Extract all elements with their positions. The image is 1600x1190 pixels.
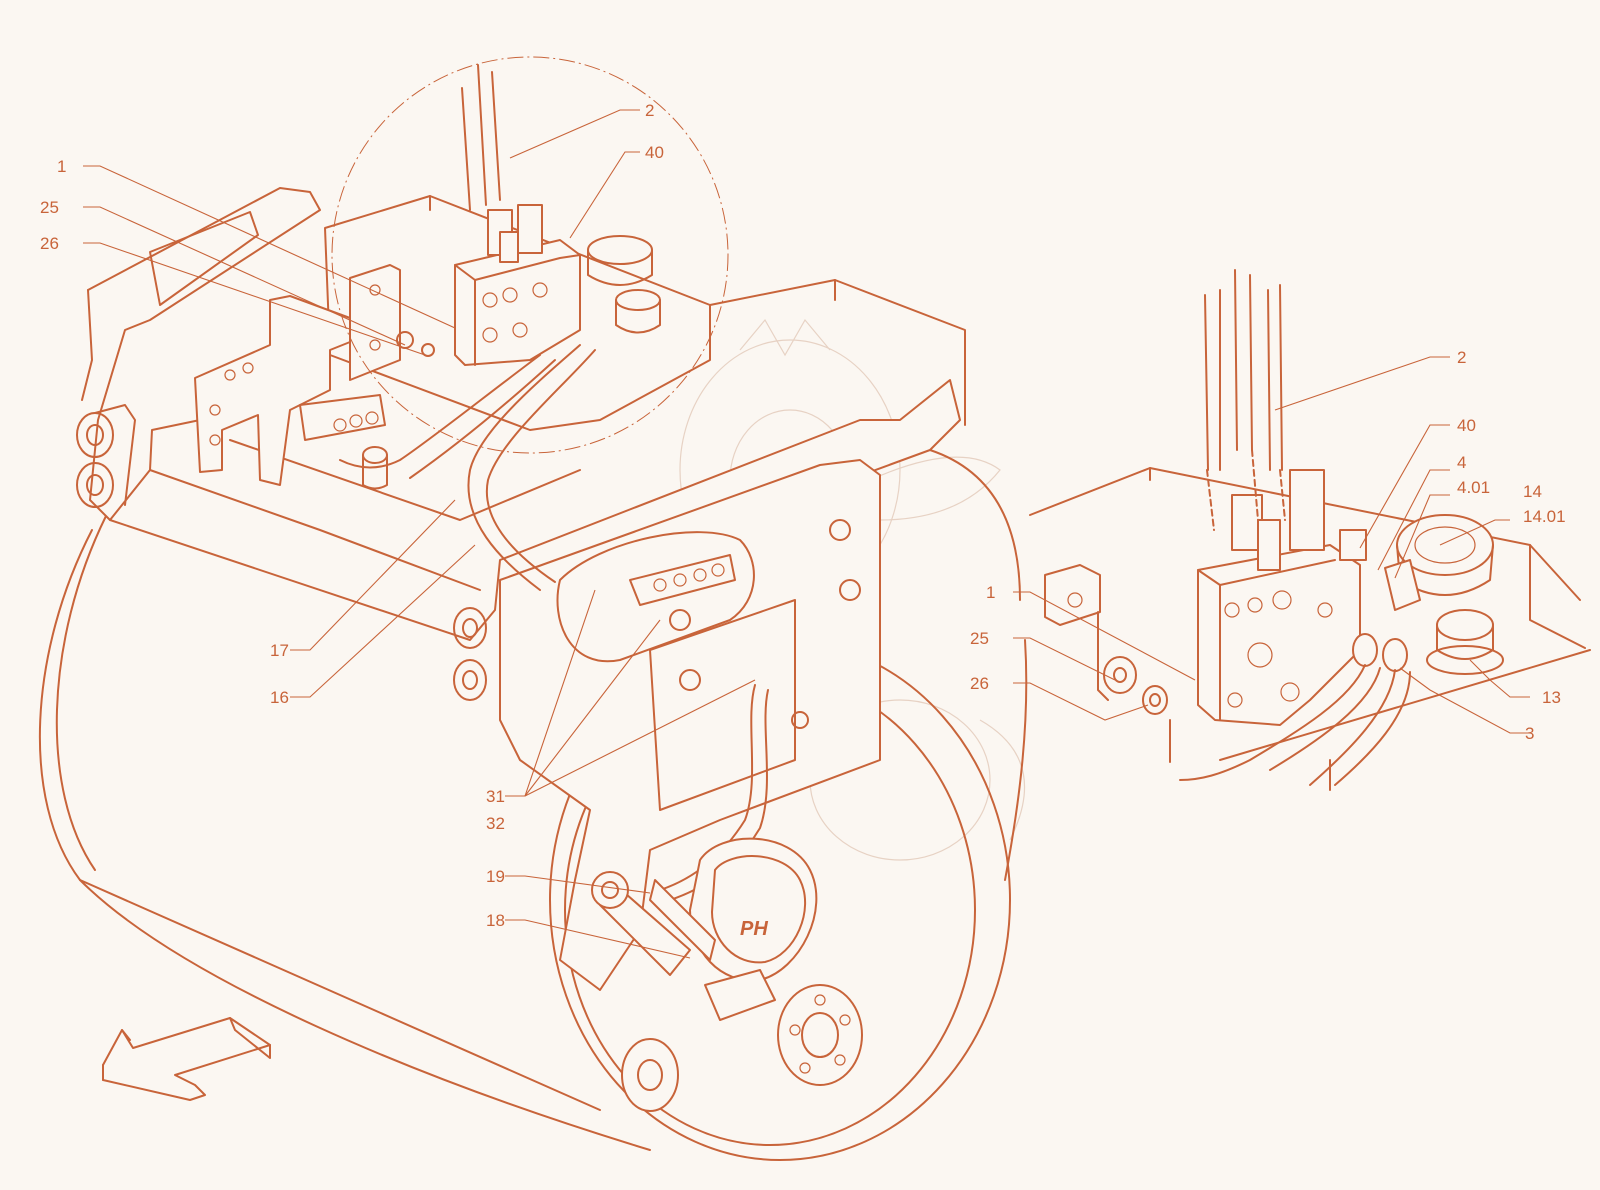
detail-callout-3: 3 [1525, 724, 1534, 743]
detail-leaders [1013, 356, 1530, 734]
detail-callouts: 2 40 4 4.01 14 14.01 1 25 26 13 3 [970, 348, 1566, 743]
callout-31: 31 [486, 787, 505, 806]
motor-logo: PH [740, 918, 768, 940]
detail-callout-14-01: 14.01 [1523, 507, 1566, 526]
callout-16: 16 [270, 688, 289, 707]
drum-bracket [499, 459, 881, 991]
callout-26: 26 [40, 234, 59, 253]
detail-callout-4: 4 [1457, 453, 1466, 472]
drive-motor: PH [591, 837, 863, 1112]
detail-callout-14: 14 [1523, 482, 1542, 501]
callout-32: 32 [486, 814, 505, 833]
callout-2: 2 [645, 101, 654, 120]
valve-assembly [454, 64, 661, 366]
detail-callout-2: 2 [1457, 348, 1466, 367]
detail-callout-1: 1 [986, 583, 995, 602]
mounting-plate [194, 264, 435, 490]
direction-arrow-icon [102, 1017, 271, 1101]
callout-19: 19 [486, 867, 505, 886]
detail-callout-13: 13 [1542, 688, 1561, 707]
main-callouts: 1 25 26 2 40 17 16 31 32 19 18 [40, 101, 664, 930]
callout-25: 25 [40, 198, 59, 217]
detail-callout-26: 26 [970, 674, 989, 693]
detail-callout-25: 25 [970, 629, 989, 648]
detail-circle [331, 56, 729, 454]
detail-view [1029, 269, 1591, 791]
callout-40: 40 [645, 143, 664, 162]
main-leaders [83, 109, 756, 959]
detail-callout-4-01: 4.01 [1457, 478, 1490, 497]
detail-callout-40: 40 [1457, 416, 1476, 435]
callout-17: 17 [270, 641, 289, 660]
callout-1: 1 [57, 157, 66, 176]
callout-18: 18 [486, 911, 505, 930]
